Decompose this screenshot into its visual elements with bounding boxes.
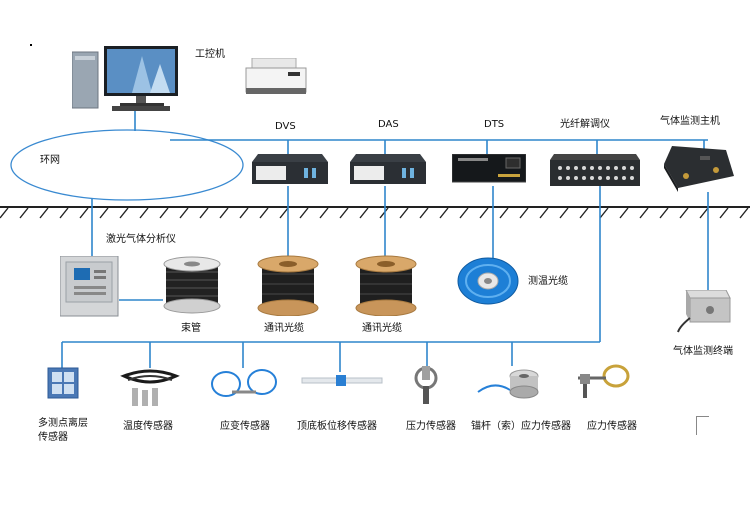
connection-lines <box>61 108 709 372</box>
comm-cable-spool-1 <box>257 255 319 316</box>
ring-label: 环网 <box>40 155 60 166</box>
comm-cable-label-2: 通讯光缆 <box>362 323 402 334</box>
pressure-sensor-device <box>414 366 438 404</box>
das-device <box>350 154 426 184</box>
gas-host-label: 气体监测主机 <box>660 116 720 127</box>
anchor-stress-sensor-label: 锚杆（索）应力传感器 <box>471 421 571 432</box>
laser-analyzer-label: 激光气体分析仪 <box>106 234 176 245</box>
multipoint-sensor-device <box>47 367 79 399</box>
gas-terminal-label: 气体监测终端 <box>673 346 733 357</box>
anchor-stress-sensor-device <box>477 369 539 399</box>
dvs-device <box>252 154 328 184</box>
stray-dot <box>30 44 32 46</box>
gas-monitor-host-device <box>664 146 734 192</box>
temp-cable-label: 测温光缆 <box>528 276 568 287</box>
bundle-tube-spool <box>163 256 221 314</box>
ipc-label: 工控机 <box>195 49 225 60</box>
multipoint-label-b: 传感器 <box>38 432 68 443</box>
stress-sensor-label: 应力传感器 <box>587 421 637 432</box>
comm-cable-spool-2 <box>355 255 417 316</box>
strain-sensor-label: 应变传感器 <box>220 421 270 432</box>
dvs-label: DVS <box>275 121 296 132</box>
industrial-pc-icon <box>72 46 178 111</box>
bundle-label: 束管 <box>181 323 201 334</box>
displacement-sensor-label: 顶底板位移传感器 <box>297 421 377 432</box>
strain-sensor-device <box>211 369 277 397</box>
temp-cable-spool <box>457 257 519 305</box>
printer-icon <box>245 58 307 94</box>
pressure-sensor-label: 压力传感器 <box>406 421 456 432</box>
temperature-sensor-device <box>120 369 180 406</box>
laser-gas-analyzer-device <box>60 256 119 317</box>
ring-network <box>10 129 244 201</box>
dts-device <box>452 154 526 183</box>
stress-sensor-device <box>578 364 630 398</box>
dts-label: DTS <box>484 119 505 130</box>
demod-label: 光纤解调仪 <box>560 119 610 130</box>
temperature-sensor-label: 温度传感器 <box>123 421 173 432</box>
ground-hatch <box>0 207 749 219</box>
gas-terminal-device <box>677 290 731 333</box>
multipoint-label-a: 多测点离层 <box>38 418 88 429</box>
comm-cable-label-1: 通讯光缆 <box>264 323 304 334</box>
displacement-sensor-device <box>301 375 383 386</box>
fiber-demodulator-device <box>550 154 640 186</box>
crop-mark <box>696 416 709 435</box>
das-label: DAS <box>378 119 399 130</box>
